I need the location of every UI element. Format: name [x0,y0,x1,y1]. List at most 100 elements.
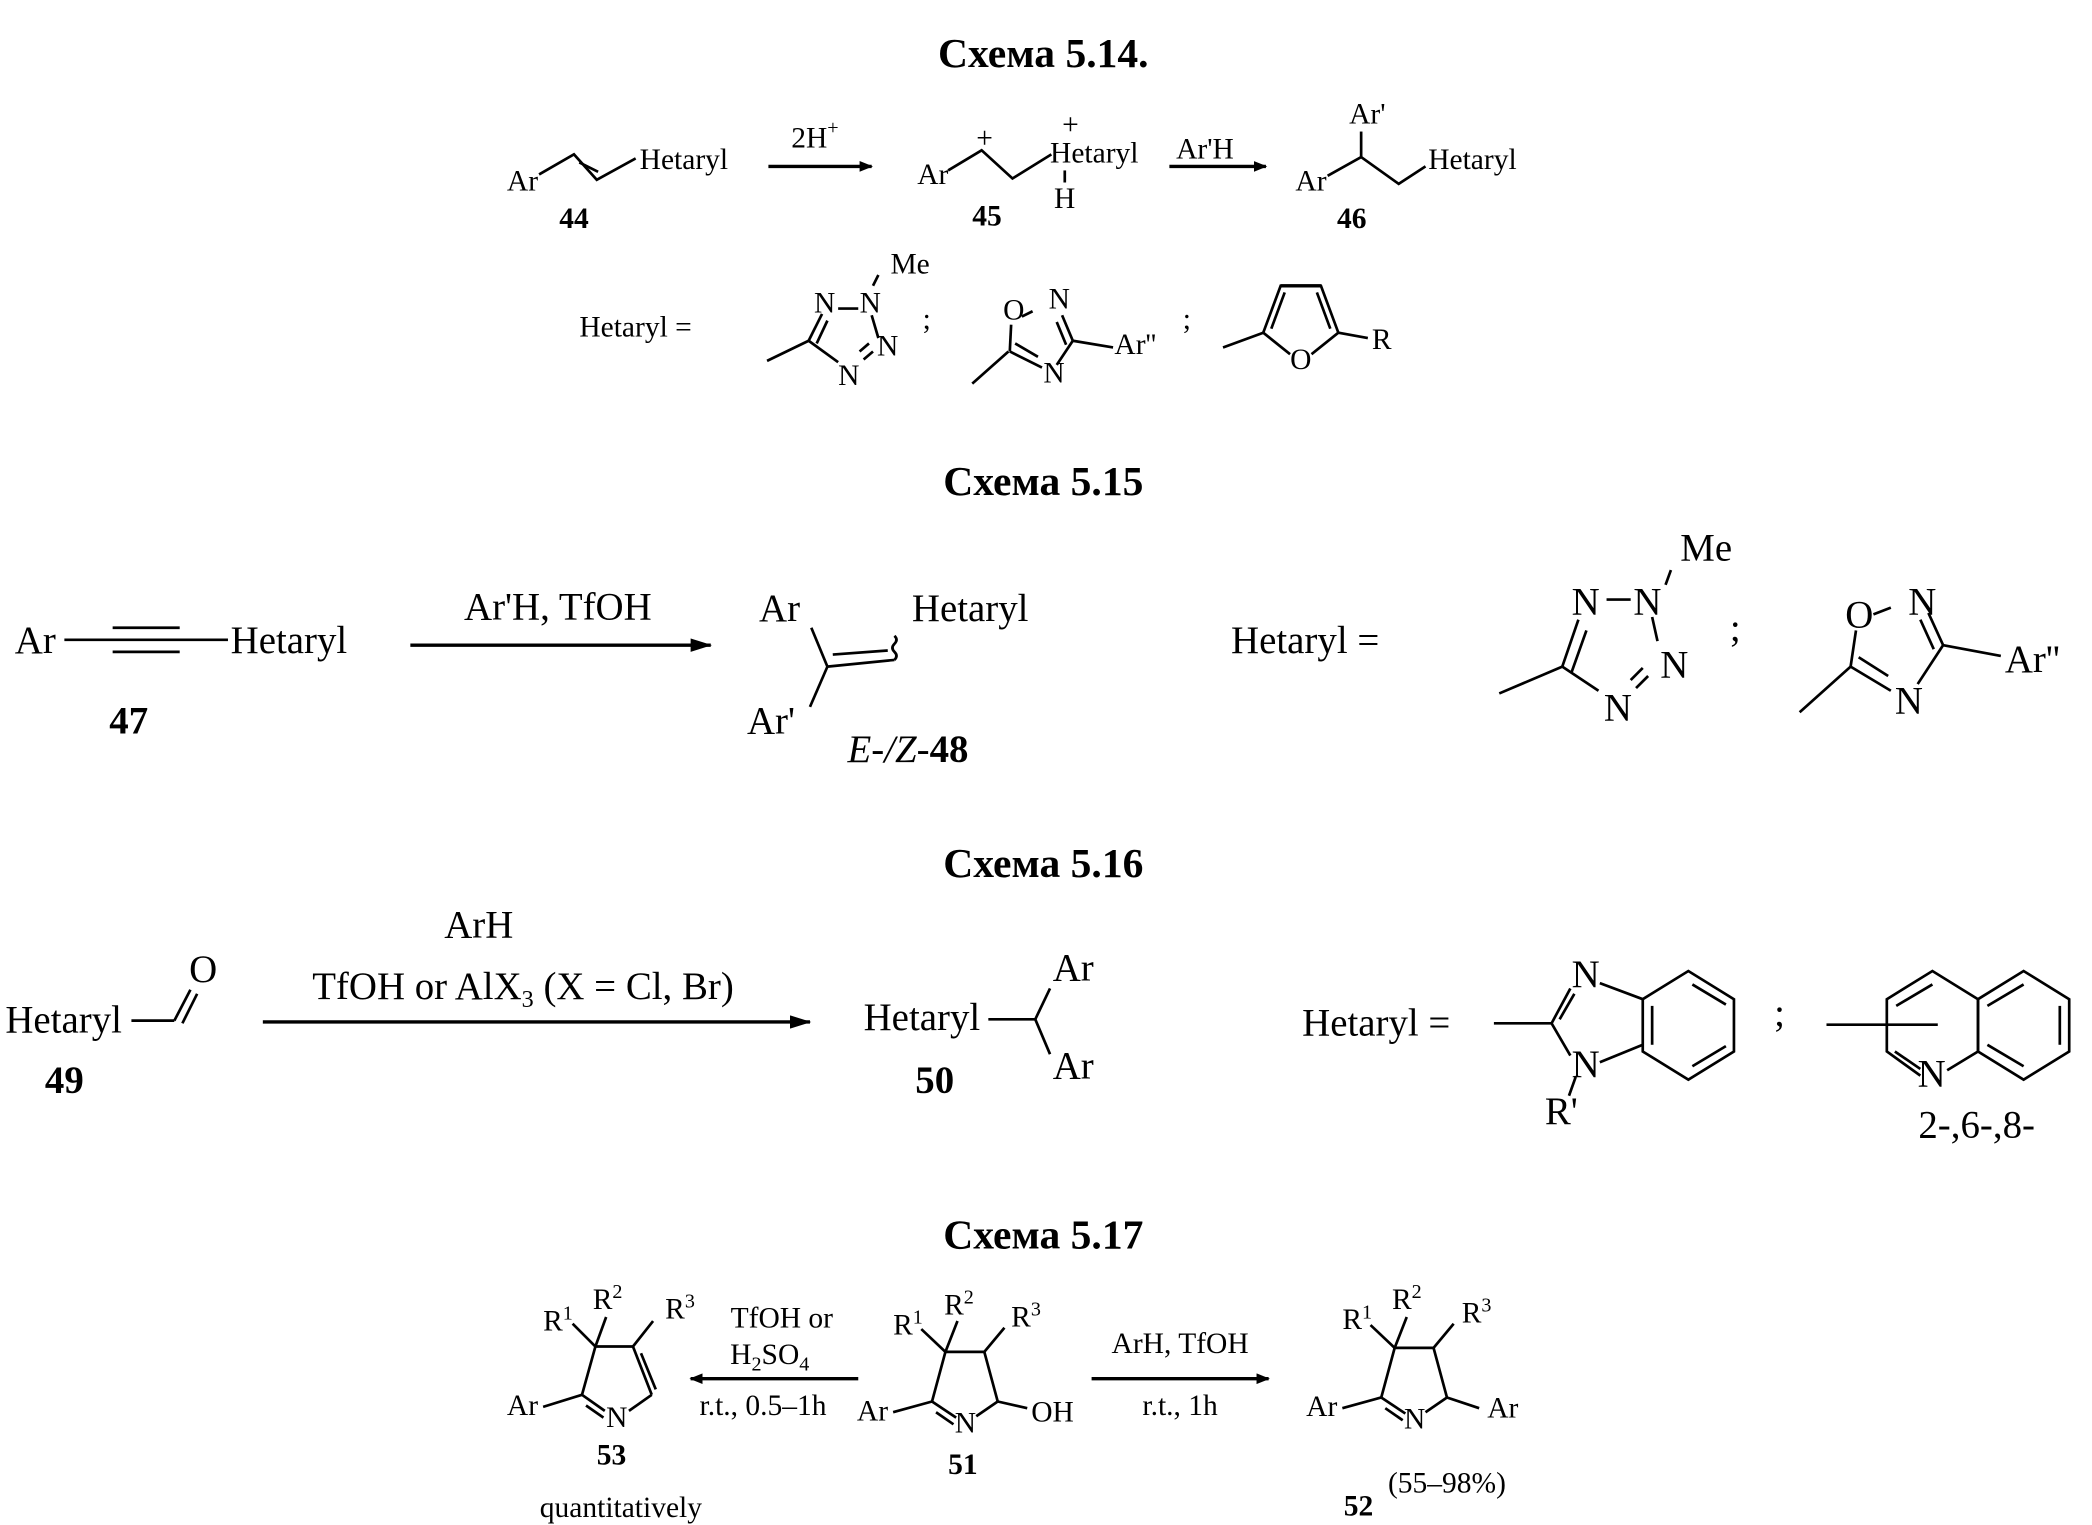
reaction-arrow: 2H+ [768,117,874,172]
double-bond-line [578,161,599,173]
oxadiazole-structure: O N Ar'' N [971,284,1156,389]
atom-label: N [955,1407,976,1439]
atom-label: N [1572,1043,1600,1086]
atom-label: R' [1545,1090,1578,1133]
reaction-arrow: ArH TfOH or AlX3 (X = Cl, Br) [262,904,812,1029]
furan-structure: O R [1222,284,1392,376]
atom-label: Ar [1053,1044,1094,1087]
atom-label: Ar [507,166,538,198]
atom-label: Me [890,249,929,281]
charge-plus: + [976,123,993,155]
substitution-positions: 2-,6-,8- [1918,1103,2035,1146]
tetrazole-structure: N N Me N N [1498,527,1732,729]
atom-label: N [860,288,881,320]
reagent-label: Ar'H, TfOH [464,586,652,629]
atom-label: N [1572,953,1600,996]
compound-number: 46 [1337,203,1367,235]
compound-48: Ar Hetaryl Ar' E-/Z-48 [747,587,1029,771]
compound-46: Ar' Ar Hetaryl 46 [1295,99,1516,236]
reagent-label: H2SO4 [730,1339,809,1376]
r2-label: R2 [1392,1281,1422,1316]
reagent-label: TfOH or [731,1303,834,1335]
atom-label: H [1054,183,1075,215]
atom-label: N [838,360,859,392]
atom-label: N [1604,686,1632,729]
atom-label: Hetaryl [1050,137,1138,169]
benzimidazole-structure: N N R' [1493,953,1736,1133]
compound-number: 45 [972,200,1002,232]
atom-label: N [1049,284,1070,316]
scheme-5-14: Схема 5.14. Ar Hetaryl 44 2H+ Ar + + Het… [507,30,1517,392]
scheme-5-16: Схема 5.16 Hetaryl O 49 ArH TfOH or AlX3… [5,840,2071,1146]
atom-label: Hetaryl [1428,144,1516,176]
separator: ; [1730,607,1741,650]
atom-label: Ar [759,587,800,630]
charge-plus: + [1062,109,1079,141]
scheme-title: Схема 5.15 [943,458,1143,504]
atom-label: R [1372,324,1392,356]
r3-label: R3 [665,1291,695,1326]
atom-label: Ar [857,1395,888,1427]
compound-52: R1 R2 R3 Ar N Ar 52 (55–98%) [1306,1281,1518,1522]
compound-44: Ar Hetaryl 44 [507,144,728,235]
atom-label: N [877,330,898,362]
tetrazole-structure: N N Me N N [766,249,930,392]
compound-49: Hetaryl O 49 [5,948,217,1102]
chain-bonds [1326,155,1427,186]
r2-label: R2 [944,1287,974,1322]
yield-label: quantitatively [540,1492,702,1524]
r1-label: R1 [1342,1301,1372,1336]
scheme-5-17: Схема 5.17 R1 R2 R3 Ar N 53 quantitative… [507,1212,1519,1524]
atom-label: N [1660,643,1688,686]
alkene-bond [538,152,637,182]
atom-label: N [1633,580,1661,623]
atom-label: Ar [507,1390,538,1422]
r2-label: R2 [593,1281,623,1316]
atom-label: Me [1680,527,1732,570]
atom-label: O [189,948,217,991]
conditions-label: r.t., 0.5–1h [700,1390,827,1422]
compound-51: R1 R2 R3 Ar N OH 51 [857,1287,1074,1481]
compound-number: 44 [559,203,589,235]
separator: ; [1183,304,1191,336]
atom-label: N [606,1402,627,1434]
compound-50: Hetaryl Ar Ar 50 [864,946,1094,1102]
atom-label: OH [1031,1397,1074,1429]
atom-label: N [814,288,835,320]
scheme-5-15: Схема 5.15 Ar Hetaryl 47 Ar'H, TfOH Ar H… [15,458,2060,771]
conditions-label: r.t., 1h [1142,1390,1218,1422]
reagent-label: ArH, TfOH [1112,1328,1249,1360]
hetaryl-label: Hetaryl = [1231,619,1379,662]
reaction-arrow-right: ArH, TfOH r.t., 1h [1091,1328,1270,1422]
hetaryl-label: Hetaryl = [579,312,691,344]
wavy-bond [891,634,898,661]
yield-label: (55–98%) [1388,1468,1506,1500]
atom-label: Ar' [747,700,795,743]
atom-label: O [1290,344,1311,376]
quinoline-structure: N 2-,6-,8- [1826,969,2071,1146]
r3-label: R3 [1462,1295,1492,1330]
compound-number: 50 [915,1059,954,1102]
compound-number: 53 [597,1440,627,1472]
compound-45: Ar + + Hetaryl H 45 [917,109,1138,232]
atom-label: Ar [1295,166,1326,198]
reaction-arrow: Ar'H [1169,133,1268,172]
separator: ; [1774,992,1785,1035]
atom-label: Hetaryl [864,996,981,1039]
oxadiazole-structure: O N Ar'' N [1798,580,2060,723]
compound-47: Ar Hetaryl 47 [15,619,348,742]
atom-label: Ar [15,619,56,662]
atom-label: N [1895,680,1923,723]
atom-label: N [1908,580,1936,623]
r1-label: R1 [893,1307,923,1342]
reagent-label: ArH [444,904,513,947]
compound-number: E-/Z-48 [847,728,969,771]
scheme-title: Схема 5.14. [938,30,1149,76]
atom-label: Ar'' [2005,638,2060,681]
atom-label: Hetaryl [231,619,348,662]
reagent-label: Ar'H [1176,133,1234,165]
atom-label: Ar [917,159,948,191]
separator: ; [923,304,931,336]
reagent-label: 2H+ [791,117,838,154]
atom-label: Ar [1306,1391,1337,1423]
